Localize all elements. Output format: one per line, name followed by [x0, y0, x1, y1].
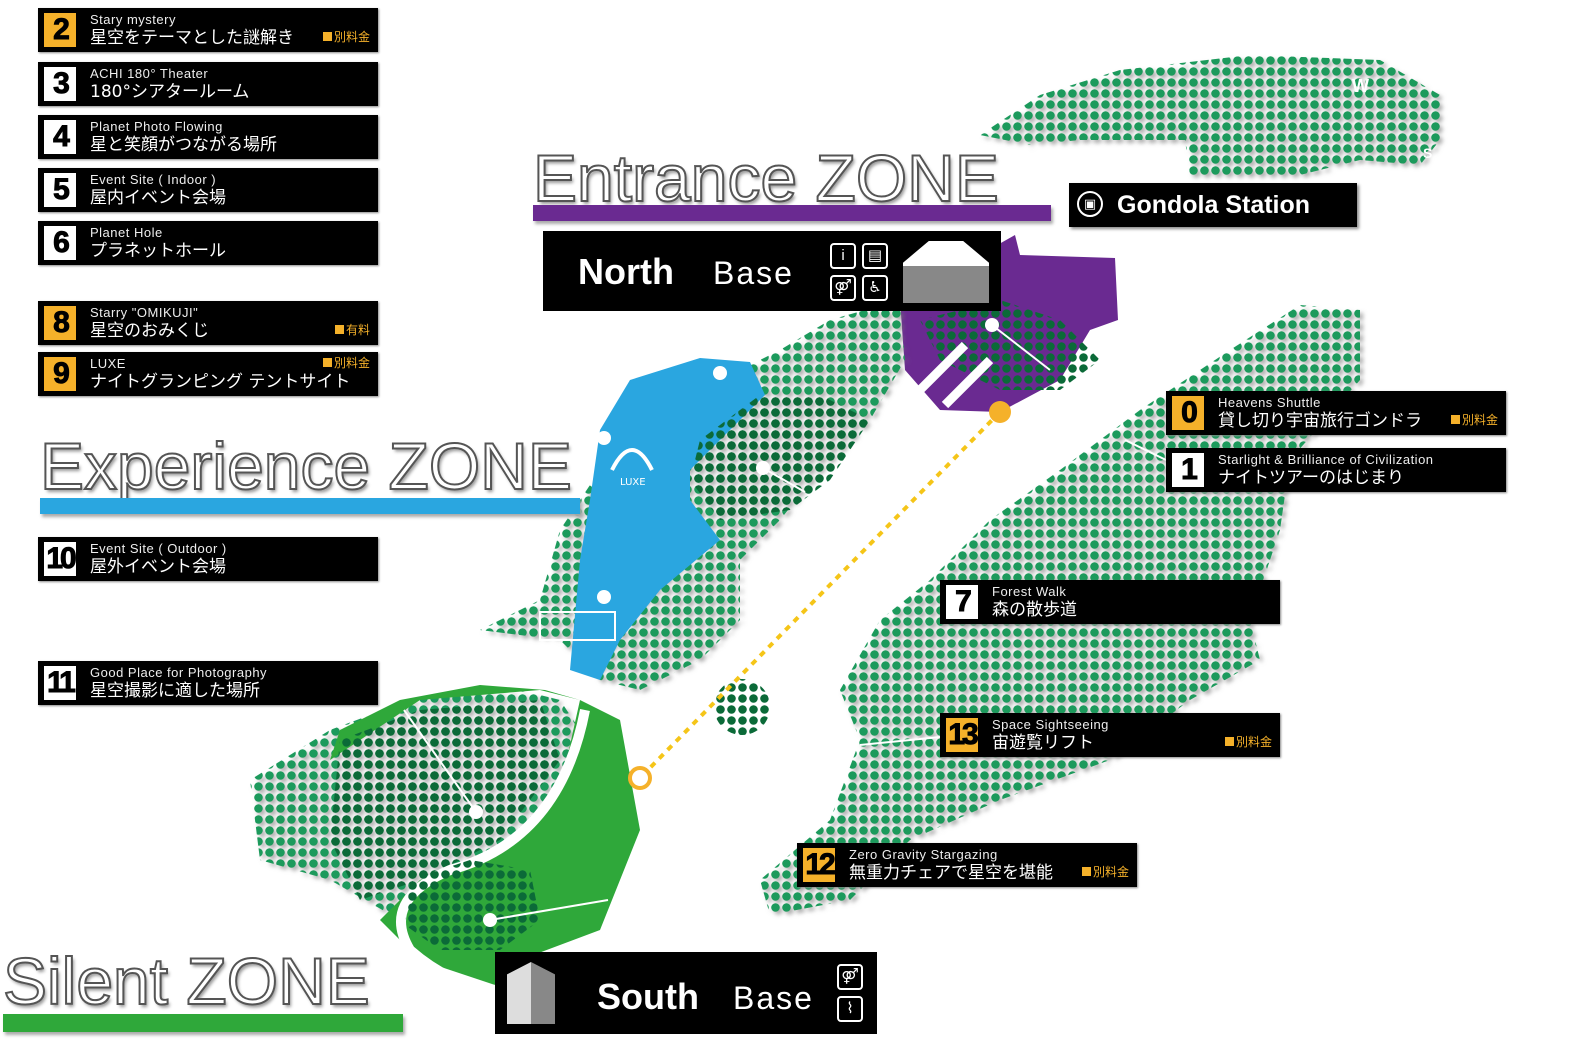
spot-name-ja: 無重力チェアで星空を堪能	[849, 863, 1053, 883]
spot-markers	[469, 318, 999, 927]
spot-number: 4	[44, 120, 76, 154]
restroom-icon: ⚤	[830, 275, 856, 301]
entrance-zone-bar	[533, 205, 1051, 221]
spot-name-en: ACHI 180° Theater	[90, 66, 209, 81]
spot-name-en: Heavens Shuttle	[1218, 395, 1321, 410]
south-base-word1: South	[597, 976, 699, 1017]
spot-number: 10	[44, 542, 77, 576]
gondola-station-title: Gondola Station	[1117, 191, 1311, 219]
tent-icon	[610, 448, 654, 471]
spot-name-ja: 星空をテーマとした謎解き	[90, 28, 294, 48]
spot-name-en: Event Site ( Outdoor )	[90, 541, 227, 556]
compass-w: W	[1352, 76, 1369, 96]
spot-label-7[interactable]: 7 Forest Walk 森の散歩道	[940, 580, 1280, 624]
spot-label-3[interactable]: 3 ACHI 180° Theater 180°シアタールーム	[38, 62, 378, 106]
south-base-sign: South Base ⚤ ⌇	[495, 952, 877, 1034]
spot-name-en: Forest Walk	[992, 584, 1067, 599]
spot-label-11[interactable]: 11 Good Place for Photography 星空撮影に適した場所	[38, 661, 378, 705]
gondola-route	[638, 410, 1002, 780]
spot-label-10[interactable]: 10 Event Site ( Outdoor ) 屋外イベント会場	[38, 537, 378, 581]
entrance-zone-title: Entrance ZONE	[532, 141, 1000, 215]
forest-small	[714, 679, 770, 735]
spot-name-ja: 星と笑顔がつながる場所	[90, 135, 277, 155]
fee-badge: 別料金	[1451, 412, 1498, 428]
spot-number: 7	[946, 585, 978, 619]
spot-name-ja: プラネットホール	[90, 241, 226, 261]
spot-name-en: Planet Hole	[90, 225, 163, 240]
stage-icon	[539, 611, 616, 641]
spot-label-4[interactable]: 4 Planet Photo Flowing 星と笑顔がつながる場所	[38, 115, 378, 159]
spot-name-en: Space Sightseeing	[992, 717, 1109, 732]
spot-number: 9	[44, 357, 76, 391]
gondola-icon: ▣	[1077, 191, 1103, 217]
north-base-word2: Base	[713, 255, 794, 291]
spot-name-ja: 星空撮影に適した場所	[90, 681, 260, 701]
spot-name-ja: 森の散歩道	[992, 600, 1077, 620]
luxe-badge: LUXE	[620, 477, 646, 488]
spot-label-2[interactable]: 2 Stary mystery 星空をテーマとした謎解き 別料金	[38, 8, 378, 52]
spot-name-en: Zero Gravity Stargazing	[849, 847, 998, 862]
spot-name-ja: 180°シアタールーム	[90, 82, 250, 102]
spot-label-1[interactable]: 1 Starlight & Brilliance of Civilization…	[1166, 448, 1506, 492]
spot-name-en: Event Site ( Indoor )	[90, 172, 217, 187]
spot-name-en: Stary mystery	[90, 12, 176, 27]
spot-name-en: Good Place for Photography	[90, 665, 268, 680]
spot-label-8[interactable]: 8 Starry "OMIKUJI" 星空のおみくじ 有料	[38, 301, 378, 345]
spot-number: 13	[946, 718, 979, 752]
spot-name-ja: 宙遊覧リフト	[992, 733, 1094, 753]
vending-icon: ▤	[862, 243, 888, 269]
building-icon	[903, 241, 989, 303]
silent-zone-bar	[3, 1014, 403, 1032]
spot-label-12[interactable]: 12 Zero Gravity Stargazing 無重力チェアで星空を堪能 別…	[797, 843, 1137, 887]
spot-name-ja: 屋外イベント会場	[90, 557, 226, 577]
spot-number: 12	[803, 848, 836, 882]
spot-name-ja: 星空のおみくじ	[90, 321, 209, 341]
fee-badge: 有料	[335, 322, 370, 338]
smoking-icon: ⌇	[837, 996, 863, 1022]
spot-number: 2	[44, 13, 76, 47]
spot-name-en: Starry "OMIKUJI"	[90, 305, 199, 320]
spot-number: 6	[44, 226, 76, 260]
spot-number: 1	[1172, 453, 1204, 487]
spot-number: 5	[44, 173, 76, 207]
fee-badge: 別料金	[323, 355, 370, 371]
spot-number: 11	[44, 666, 76, 700]
spot-name-en: Planet Photo Flowing	[90, 119, 223, 134]
spot-name-ja: ナイトグランピング テントサイト	[90, 372, 351, 392]
experience-zone-title: Experience ZONE	[39, 429, 573, 503]
spot-label-5[interactable]: 5 Event Site ( Indoor ) 屋内イベント会場	[38, 168, 378, 212]
building-icon	[507, 962, 555, 1024]
fee-badge: 別料金	[1225, 734, 1272, 750]
spot-number: 8	[44, 306, 76, 340]
spot-number: 3	[44, 67, 76, 101]
spot-label-0[interactable]: 0 Heavens Shuttle 貸し切り宇宙旅行ゴンドラ 別料金	[1166, 391, 1506, 435]
fee-badge: 別料金	[323, 29, 370, 45]
north-base-word1: North	[578, 251, 674, 292]
spot-label-13[interactable]: 13 Space Sightseeing 宙遊覧リフト 別料金	[940, 713, 1280, 757]
forest-north	[980, 55, 1440, 175]
info-icon: i	[830, 243, 856, 269]
spot-name-en: LUXE	[90, 356, 126, 371]
fee-badge: 別料金	[1082, 864, 1129, 880]
spot-number: 0	[1172, 396, 1204, 430]
spot-name-ja: 屋内イベント会場	[90, 188, 226, 208]
restroom-icon: ⚤	[837, 964, 863, 990]
south-base-word2: Base	[733, 980, 814, 1016]
silent-zone-title: Silent ZONE	[2, 944, 371, 1018]
north-base-sign: North Base i ▤ ⚤ ♿	[543, 231, 1001, 311]
spot-name-ja: 貸し切り宇宙旅行ゴンドラ	[1218, 411, 1422, 431]
compass-s: S	[1423, 145, 1432, 161]
experience-zone-bar	[40, 498, 580, 514]
spot-label-9[interactable]: 9 LUXE ナイトグランピング テントサイト別料金	[38, 352, 378, 396]
gondola-station-sign: ▣ Gondola Station	[1069, 183, 1357, 227]
spot-name-en: Starlight & Brilliance of Civilization	[1218, 452, 1434, 467]
accessible-icon: ♿	[862, 275, 888, 301]
spot-name-ja: ナイトツアーのはじまり	[1218, 468, 1404, 488]
spot-label-6[interactable]: 6 Planet Hole プラネットホール	[38, 221, 378, 265]
